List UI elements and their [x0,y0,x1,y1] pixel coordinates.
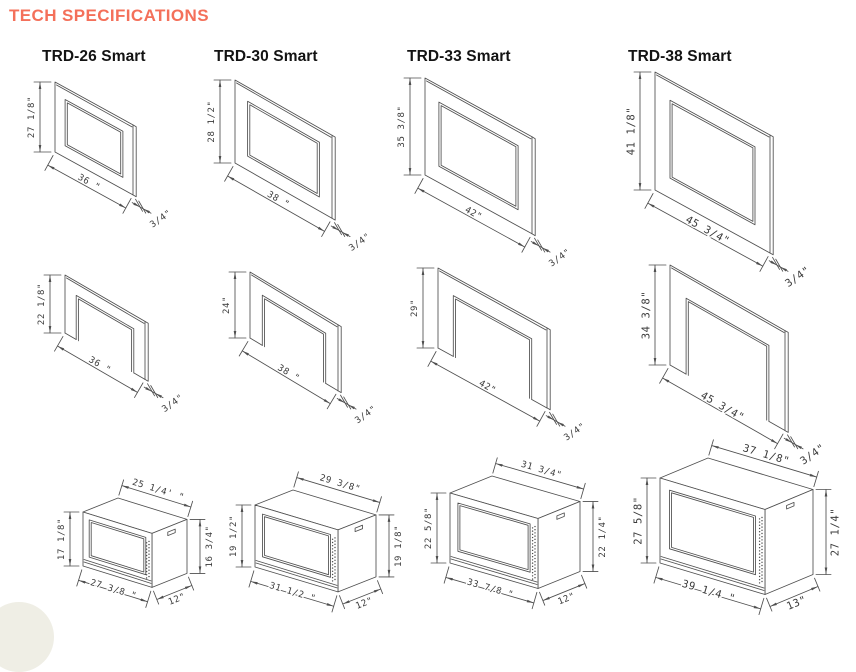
trd-26-smart-front-frame-drawing: 27 1/8"36 "3/4" [26,81,175,232]
dim-label: 17 1/8" [57,518,67,560]
model-header-trd-38: TRD-38 Smart [628,48,732,65]
trd-33-smart-front-frame-drawing: 35 3/8" 42" 3/4" [396,77,574,271]
dim-label: 37 1/8" [741,442,791,467]
dim-label: 3/4" [347,232,372,254]
dim-label: 19 1/2" [229,515,239,557]
dim-label: 16 3/4" [205,525,215,567]
dim-label: 3/4" [160,393,185,415]
dim-label: 22 5/8" [424,507,434,549]
trd-33-smart-firebox-drawing: 31 3/4"22 5/8"22 1/4"33 7/8 "12" [423,457,609,610]
model-header-trd-26: TRD-26 Smart [42,48,146,65]
dim-label: 3/4" [547,247,572,269]
trd-30-smart-front-frame-drawing: 28 1/2"38 "3/4" [206,79,374,255]
dim-label: 3/4" [798,442,828,468]
dim-label: 13" [785,594,809,613]
dim-label: 3/4" [353,404,378,426]
dim-label: 22 1/4" [598,515,608,557]
page-title: TECH SPECIFICATIONS [9,6,209,25]
dim-label: 31 3/4" [520,460,563,481]
dim-label: 33 7/8 " [466,578,515,601]
dim-label: 42" [477,379,498,396]
dim-label: 41 1/8" [625,107,637,155]
dim-label: 24" [222,296,232,314]
dim-label: 34 3/8" [640,291,652,339]
dim-label: 28 1/2" [207,100,217,142]
trd-26-smart-wall-opening-drawing: 22 1/8" 36 " 3/4" [36,274,187,416]
dim-label: 27 5/8" [632,496,644,544]
dim-label: 35 3/8" [397,105,407,147]
model-header-trd-33: TRD-33 Smart [407,48,511,65]
dim-label: 19 1/8" [394,525,404,567]
dim-label: 27 1/8" [27,96,37,138]
trd-30-smart-firebox-drawing: 29 3/8"19 1/2"19 1/8"31 1/2 "12" [228,471,405,613]
dim-label: 27 3/8 " [89,578,138,602]
dim-label: 42" [463,205,484,222]
trd-33-smart-wall-opening-drawing: 29" 42" 3/4" [409,267,589,445]
dim-label: 25 1/4' " [131,478,186,504]
dim-label: 27 1/4" [829,508,841,556]
dim-label: 3/4" [562,421,587,443]
trd-38-smart-wall-opening-drawing: 34 3/8" 45 3/4" 3/4" [639,264,829,469]
trd-38-smart-firebox-drawing: 37 1/8"27 5/8"27 1/4"39 1/4 "13" [631,439,843,616]
trd-38-smart-front-frame-drawing: 41 1/8"45 3/4"3/4" [624,71,814,291]
dim-label: 22 1/8" [37,283,47,325]
dim-label: 3/4" [783,264,813,290]
watermark-circle [0,602,54,672]
dim-label: 3/4" [148,208,173,230]
trd-26-smart-firebox-drawing: 25 1/4' "17 1/8"16 3/4"27 3/8 "12" [56,476,217,609]
dim-label: 31 1/2 " [268,581,317,604]
model-header-trd-30: TRD-30 Smart [214,48,318,65]
dim-label: 29 3/8" [318,473,361,495]
dim-label: 29" [410,299,420,317]
dim-label: 38 " [276,363,302,384]
dim-label: 36 " [87,355,113,376]
trd-30-smart-wall-opening-drawing: 24" 38 " 3/4" [221,271,380,428]
dim-label: 45 3/4" [698,390,746,424]
